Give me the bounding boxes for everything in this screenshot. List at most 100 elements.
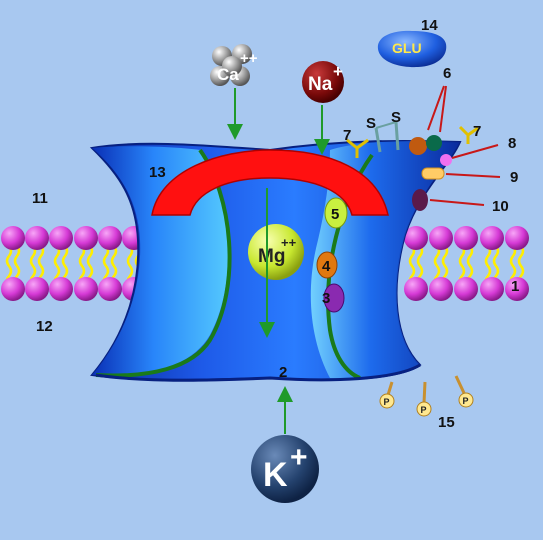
label-11: 11 — [32, 190, 48, 207]
label-13: 13 — [149, 164, 166, 181]
ca-ion: Ca ++ — [210, 44, 258, 86]
svg-text:P: P — [463, 396, 469, 406]
lipid-head-icon — [454, 277, 478, 301]
svg-text:P: P — [421, 405, 427, 415]
lipid-head-icon — [1, 277, 25, 301]
lipid-tail — [29, 245, 37, 281]
glycosylation-icon-left — [346, 138, 369, 158]
label-8: 8 — [508, 135, 516, 152]
red-gate-band — [151, 149, 389, 216]
site-4-icon — [316, 251, 338, 279]
lipid-tail — [5, 245, 13, 281]
lipid-tail — [492, 245, 500, 281]
lipid-head-icon — [404, 226, 428, 250]
leader-6b — [439, 85, 447, 133]
lipid-head-icon — [480, 277, 504, 301]
lipid-tail — [408, 245, 416, 281]
label-14: 14 — [421, 17, 438, 34]
lipid-head-icon — [74, 226, 98, 250]
lipid-tail — [110, 245, 118, 281]
lipid-tail — [86, 245, 94, 281]
site-10-icon — [412, 189, 428, 211]
lipid-tail — [433, 245, 441, 281]
extracellular-modulators — [346, 85, 501, 211]
label-10: 10 — [492, 198, 509, 215]
label-3: 3 — [322, 290, 330, 307]
lipid-head-icon — [98, 226, 122, 250]
ca-sphere-icon — [222, 56, 242, 76]
label-7a: 7 — [343, 127, 351, 144]
phosphate-groups: P P P — [379, 375, 474, 417]
label-2: 2 — [279, 364, 287, 381]
lipid-tail — [37, 245, 45, 281]
lipid-tail — [126, 245, 134, 281]
label-15: 15 — [438, 414, 455, 431]
lipid-tail — [102, 245, 110, 281]
label-4: 4 — [322, 258, 331, 275]
svg-text:P: P — [384, 397, 390, 407]
lipid-head-icon — [454, 226, 478, 250]
na-sphere-icon — [302, 61, 344, 103]
site-6a-icon — [409, 137, 427, 155]
lipid-tail — [509, 245, 517, 281]
phosphate-icon: P — [416, 401, 432, 417]
label-7b: 7 — [473, 123, 481, 140]
k-symbol: K — [263, 456, 288, 494]
ca-symbol: Ca — [217, 65, 239, 84]
lipid-tail — [53, 245, 61, 281]
lipid-head-icon — [49, 226, 73, 250]
na-ion: Na + — [302, 61, 344, 103]
leader-10 — [429, 199, 485, 206]
sulfur-label-2: S — [391, 109, 401, 126]
lipid-head-icon — [480, 226, 504, 250]
lipid-head-icon — [505, 277, 529, 301]
site-5-icon — [324, 197, 348, 229]
label-9: 9 — [510, 169, 518, 186]
glu-blob-icon — [377, 30, 447, 68]
label-5: 5 — [331, 206, 339, 223]
lipid-tail — [458, 245, 466, 281]
ca-charge: ++ — [240, 50, 258, 67]
binding-sites — [316, 197, 348, 313]
na-charge: + — [333, 62, 343, 81]
lipid-tail — [466, 245, 474, 281]
label-1: 1 — [511, 278, 519, 295]
lipid-head-icon — [74, 277, 98, 301]
label-6: 6 — [443, 65, 451, 82]
label-12: 12 — [36, 318, 53, 335]
lipid-head-icon — [1, 226, 25, 250]
channel-left-rim — [95, 148, 232, 378]
leader-9 — [445, 173, 501, 178]
lipid-tail — [441, 245, 449, 281]
site-8-icon — [440, 154, 452, 166]
site-6b-icon — [426, 135, 442, 151]
k-charge: + — [290, 441, 308, 474]
phosphate-icon: P — [379, 393, 395, 409]
lipid-tail — [78, 245, 86, 281]
mg-ion: Mg ++ — [248, 224, 304, 280]
leader-6a — [427, 85, 445, 131]
glycosylation-icon-right — [458, 125, 479, 144]
lipid-head-icon — [429, 277, 453, 301]
lipid-head-icon — [505, 226, 529, 250]
lipid-tail — [416, 245, 424, 281]
k-sphere-icon — [251, 435, 319, 503]
k-ion: K + — [251, 435, 319, 503]
lipid-head-icon — [429, 226, 453, 250]
lipid-head-icon — [404, 277, 428, 301]
lipid-head-icon — [25, 277, 49, 301]
lipid-head-icon — [49, 277, 73, 301]
mg-sphere-icon — [248, 224, 304, 280]
phosphate-icon: P — [458, 392, 474, 408]
mg-symbol: Mg — [258, 246, 285, 267]
na-symbol: Na — [308, 74, 333, 95]
lipid-tail — [61, 245, 69, 281]
lipid-tail — [484, 245, 492, 281]
site-9-icon — [421, 167, 445, 180]
glutamate: GLU — [377, 30, 447, 68]
site-3-icon — [323, 283, 345, 313]
sulfur-label-1: S — [366, 115, 376, 132]
glu-label: GLU — [392, 40, 422, 56]
